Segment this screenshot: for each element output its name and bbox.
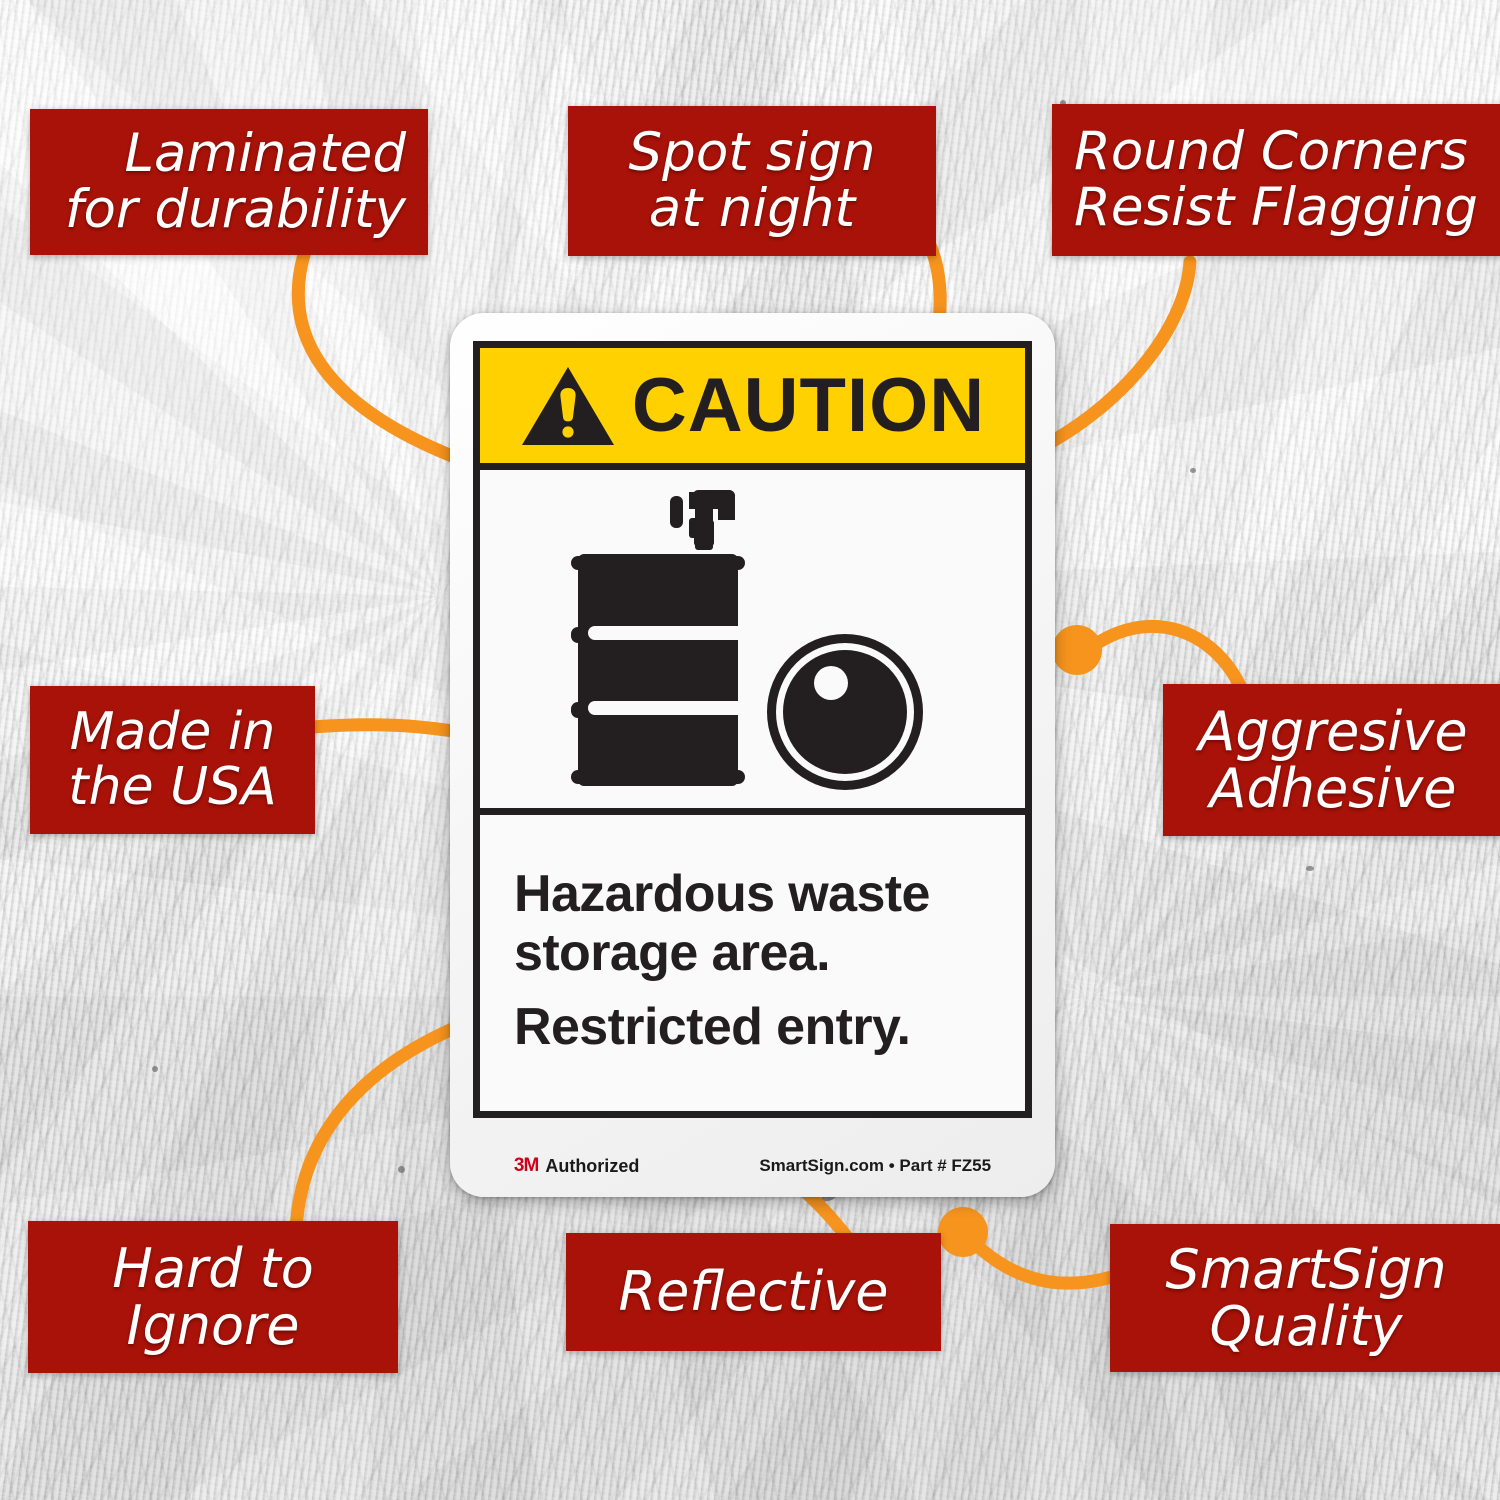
callout-made-in-usa: Made in the USA bbox=[30, 686, 315, 834]
authorized-label: Authorized bbox=[545, 1155, 640, 1176]
callout-spot-sign-line1: Spot sign bbox=[628, 121, 876, 183]
pictogram-panel bbox=[473, 470, 1032, 815]
callout-smartsign-quality-line2: Quality bbox=[1209, 1295, 1403, 1358]
sign-header-caution-bar: CAUTION bbox=[473, 341, 1032, 470]
callout-hard-to-ignore: Hard to Ignore bbox=[28, 1221, 398, 1373]
callout-round-corners-line2: Resist Flagging bbox=[1074, 177, 1478, 238]
hazardous-waste-drum-icon bbox=[570, 490, 923, 790]
message-line-3: Restricted entry. bbox=[514, 997, 911, 1056]
caution-sign: CAUTION bbox=[450, 313, 1055, 1197]
callout-spot-sign: Spot sign at night bbox=[568, 106, 936, 256]
callout-laminated: Laminated for durability bbox=[30, 109, 428, 255]
sign-footer: 3M Authorized SmartSign.com • Part # FZ5… bbox=[473, 1149, 1032, 1183]
warning-triangle-exclamation-icon bbox=[521, 366, 614, 445]
callout-hard-to-ignore-line1: Hard to bbox=[112, 1236, 314, 1300]
signal-word: CAUTION bbox=[631, 362, 986, 448]
sign-message-panel: Hazardous waste storage area. Restricted… bbox=[473, 815, 1032, 1118]
message-line-1: Hazardous waste bbox=[514, 865, 930, 924]
callout-aggressive-adhesive-line1: Aggresive bbox=[1198, 699, 1468, 763]
callout-round-corners: Round Corners Resist Flagging bbox=[1052, 104, 1500, 256]
callout-reflective-line1: Reflective bbox=[618, 1260, 889, 1324]
callout-laminated-line2: for durability bbox=[64, 179, 406, 240]
callout-spot-sign-line2: at night bbox=[648, 178, 856, 239]
callout-smartsign-quality-line1: SmartSign bbox=[1165, 1237, 1447, 1301]
smartsign-part-number: SmartSign.com • Part # FZ55 bbox=[759, 1156, 992, 1175]
callout-smartsign-quality: SmartSign Quality bbox=[1110, 1224, 1500, 1372]
message-line-2: storage area. bbox=[514, 924, 831, 983]
callout-made-in-usa-line1: Made in bbox=[69, 701, 276, 762]
callout-hard-to-ignore-line2: Ignore bbox=[126, 1294, 300, 1357]
callout-reflective: Reflective bbox=[566, 1233, 941, 1351]
3m-logo: 3M bbox=[513, 1155, 539, 1176]
callout-made-in-usa-line2: the USA bbox=[68, 757, 277, 817]
callout-round-corners-line1: Round Corners bbox=[1074, 120, 1468, 182]
callout-aggressive-adhesive: Aggresive Adhesive bbox=[1163, 684, 1500, 836]
callout-laminated-line1: Laminated bbox=[124, 122, 406, 184]
callout-aggressive-adhesive-line2: Adhesive bbox=[1209, 757, 1457, 820]
